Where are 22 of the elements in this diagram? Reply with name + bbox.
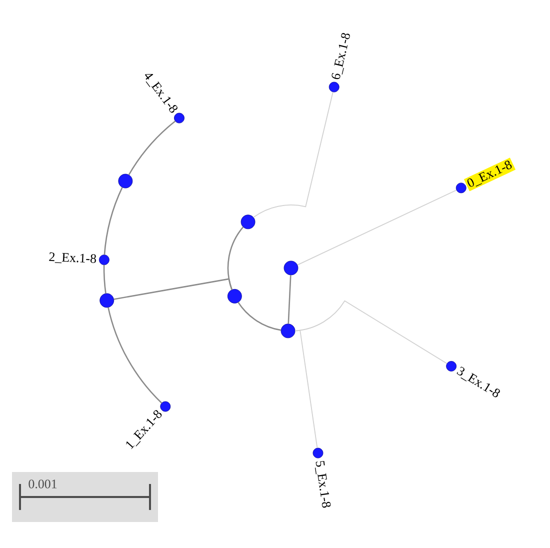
branch-dot: [227, 289, 242, 304]
leaf-label: 6_Ex.1-8: [332, 33, 350, 80]
tree-branch: [104, 187, 123, 255]
leaf-label: 5_Ex.1-8: [314, 460, 331, 508]
tree-branch: [114, 278, 233, 300]
tree-branch: [297, 190, 457, 266]
tree-branch: [128, 120, 176, 176]
branch-dot: [118, 174, 133, 188]
tree-branch: [108, 307, 162, 404]
tree-branch: [294, 330, 318, 448]
tree-branch: [238, 302, 282, 331]
tree-branch: [252, 92, 334, 218]
tree-branch: [288, 275, 292, 324]
tree-branch: [103, 264, 106, 294]
leaf-label: 2_Ex.1-8: [49, 252, 96, 264]
branch-dot: [284, 260, 298, 276]
branch-dot: [280, 324, 296, 338]
tree-branch: [294, 300, 448, 364]
branch-dot: [240, 214, 256, 230]
branch-dot: [100, 293, 114, 308]
scale-bar: 0.001: [12, 472, 158, 522]
tree-branch: [227, 226, 244, 290]
